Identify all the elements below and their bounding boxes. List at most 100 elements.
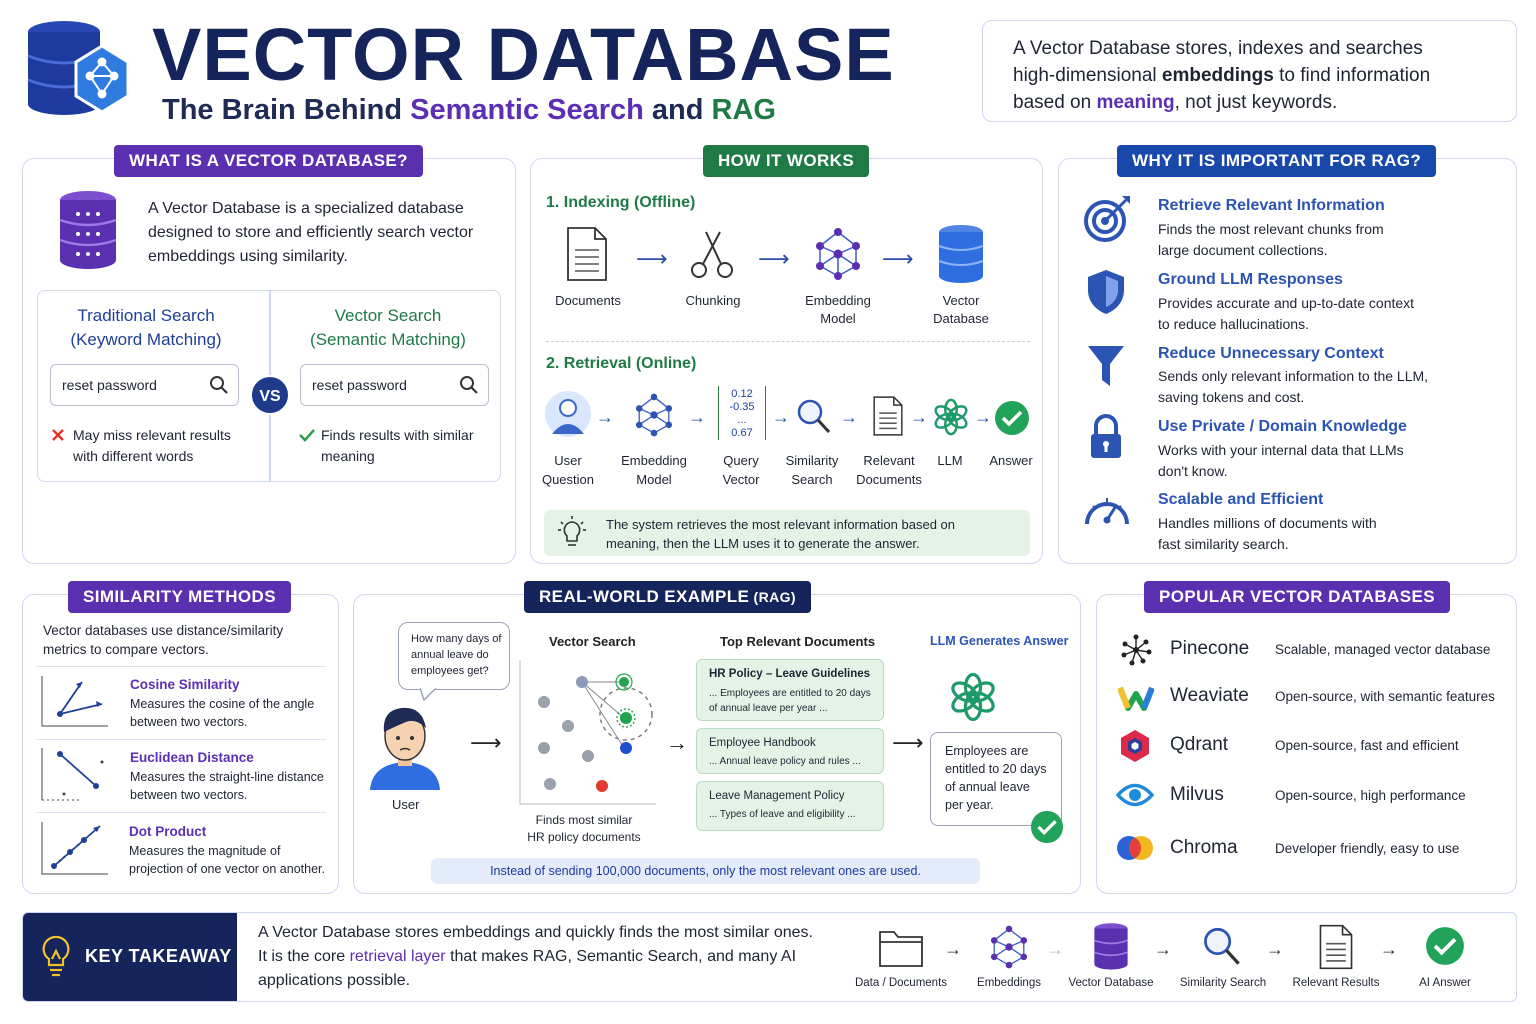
- step-label: Query: [723, 453, 759, 468]
- retrieval-step-label: LLM: [930, 451, 970, 470]
- vec-note-1: Finds results with similar: [321, 427, 474, 443]
- intro-l2-bold: embeddings: [1161, 65, 1274, 86]
- why-desc-line: Works with your internal data that LLMs: [1158, 442, 1404, 458]
- step-label: Similarity: [785, 453, 839, 468]
- shield-icon: [1088, 270, 1124, 314]
- popular-panel: [1096, 594, 1517, 894]
- arrow-icon: →: [596, 407, 614, 427]
- step-label: Embedding: [805, 293, 871, 308]
- db-name: Chroma: [1170, 837, 1238, 858]
- arrow-icon: →: [974, 407, 992, 427]
- step-label: Documents: [555, 293, 621, 308]
- page-title: VECTOR DATABASE: [152, 13, 895, 96]
- euclidean-distance-icon: [41, 748, 104, 801]
- vec-title-1: Vector Search: [334, 306, 442, 325]
- how-pill: HOW IT WORKS: [703, 145, 870, 177]
- trad-note-2: with different words: [73, 448, 194, 464]
- example-pill: REAL-WORLD EXAMPLE (RAG): [524, 581, 811, 613]
- step-label: Database: [933, 311, 989, 326]
- subtitle-mid: and: [643, 94, 712, 126]
- answer-text: Employees are entitled to 20 days of ann…: [945, 742, 1046, 814]
- arrow-icon: →: [1046, 939, 1064, 959]
- vec-query-text: reset password: [312, 377, 407, 393]
- vs-caption-line: Finds most similar: [535, 813, 633, 827]
- indexing-title: 1. Indexing (Offline): [546, 194, 696, 211]
- why-desc-line: Handles millions of documents with: [1158, 515, 1377, 531]
- dot-product-icon: [41, 822, 108, 875]
- page-subtitle: The Brain Behind Semantic Search and RAG: [162, 94, 776, 127]
- step-label: Answer: [989, 453, 1033, 468]
- traditional-search-input[interactable]: reset password: [50, 364, 239, 406]
- vector-search-title: Vector Search: [549, 634, 636, 649]
- trad-title-2: (Keyword Matching): [70, 330, 222, 349]
- why-desc-line: fast similarity search.: [1158, 536, 1289, 552]
- trad-note: May miss relevant results with different…: [73, 425, 231, 467]
- question-line: How many days of: [411, 633, 502, 645]
- why-desc-line: Provides accurate and up-to-date context: [1158, 295, 1415, 311]
- doc-line: ... Employees are entitled to 20 days: [709, 688, 871, 699]
- answer-line: Employees are: [945, 744, 1029, 758]
- llm-answer-title: LLM Generates Answer: [930, 634, 1069, 648]
- similarity-desc-line: Measures the straight-line distance: [130, 770, 324, 784]
- search-icon[interactable]: [209, 375, 229, 395]
- db-desc: Scalable, managed vector database: [1275, 642, 1491, 657]
- indexing-step-label: Chunking: [673, 292, 753, 310]
- answer-check-icon: [1030, 810, 1064, 844]
- intro-l3-post: , not just keywords.: [1174, 92, 1338, 113]
- arrow-icon: →: [666, 730, 688, 755]
- vector-space-plot: [519, 660, 656, 805]
- chroma-logo-icon: [1117, 836, 1153, 860]
- lightbulb-icon: [558, 516, 586, 546]
- why-item-title: Reduce Unnecessary Context: [1158, 345, 1384, 362]
- similarity-item-title: Dot Product: [129, 824, 207, 839]
- db-name: Pinecone: [1170, 638, 1250, 659]
- similarity-pill: SIMILARITY METHODS: [68, 581, 291, 613]
- question-line: employees get?: [411, 665, 489, 677]
- arrow-icon: →: [944, 939, 962, 959]
- takeaway-line-3: applications possible.: [258, 972, 411, 989]
- similarity-divider: [36, 666, 326, 667]
- how-note-line: The system retrieves the most relevant i…: [606, 517, 955, 532]
- what-pill: WHAT IS A VECTOR DATABASE?: [114, 145, 423, 177]
- scissors-icon: [691, 231, 733, 278]
- vector-search-input[interactable]: reset password: [300, 364, 489, 406]
- subtitle-pre: The Brain Behind: [162, 94, 411, 126]
- vector-value: 0.12: [731, 388, 753, 400]
- why-pill: WHY IT IS IMPORTANT FOR RAG?: [1117, 145, 1437, 177]
- doc-line: ... Types of leave and eligibility ...: [709, 809, 856, 820]
- search-icon[interactable]: [459, 375, 479, 395]
- arrow-icon: ⟶: [882, 246, 914, 271]
- why-desc-line: saving tokens and cost.: [1158, 389, 1305, 405]
- why-item-title: Retrieve Relevant Information: [1158, 197, 1385, 214]
- vector-search-title: Vector Search (Semantic Matching): [286, 304, 490, 352]
- takeaway-l2-pre: It is the core: [258, 948, 350, 965]
- database-icon: [59, 191, 117, 269]
- doc-card: HR Policy – Leave Guidelines ... Employe…: [696, 659, 884, 721]
- similarity-desc-line: between two vectors.: [130, 788, 248, 802]
- step-label: Model: [820, 311, 856, 326]
- why-item-desc: Provides accurate and up-to-date context…: [1158, 293, 1414, 335]
- qdrant-logo-icon: [1121, 730, 1149, 762]
- doc-card: Employee Handbook ... Annual leave polic…: [696, 728, 884, 774]
- arrow-icon: →: [1380, 939, 1398, 959]
- similarity-divider: [36, 812, 326, 813]
- flow-label: Vector Database: [1068, 977, 1154, 989]
- folder-icon: [879, 931, 923, 967]
- popular-pill: POPULAR VECTOR DATABASES: [1144, 581, 1450, 613]
- takeaway-l2-hl: retrieval layer: [349, 948, 446, 965]
- why-desc-line: to reduce hallucinations.: [1158, 316, 1309, 332]
- why-desc-line: Sends only relevant information to the L…: [1158, 368, 1429, 384]
- database-icon: [1094, 923, 1128, 970]
- network-icon: [635, 393, 673, 437]
- indexing-step-label: Documents: [548, 292, 628, 310]
- step-label: Relevant: [863, 453, 915, 468]
- db-desc: Developer friendly, easy to use: [1275, 841, 1460, 856]
- answer-line: per year.: [945, 798, 994, 812]
- answer-box: Employees are entitled to 20 days of ann…: [930, 732, 1062, 826]
- takeaway-l2-post: that makes RAG, Semantic Search, and man…: [445, 948, 797, 965]
- pinecone-logo-icon: [1121, 634, 1152, 666]
